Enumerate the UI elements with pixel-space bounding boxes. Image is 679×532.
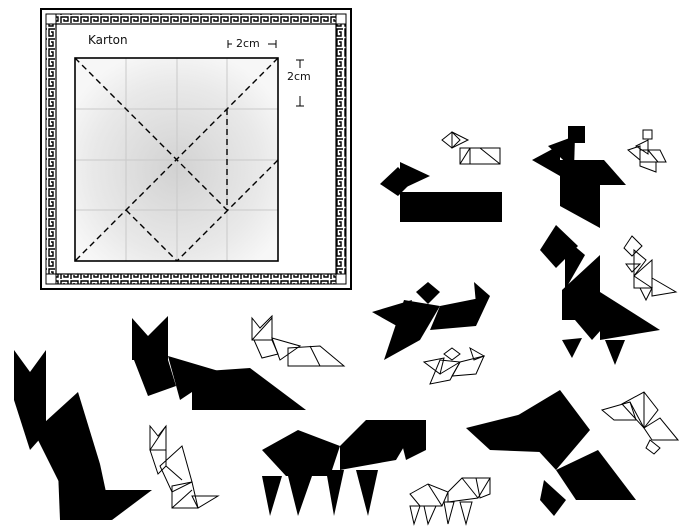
- outline-goose: [624, 236, 676, 300]
- outline-dog: [442, 132, 500, 164]
- outline-bird: [602, 392, 678, 454]
- outline-reclining-cat: [252, 316, 344, 366]
- outline-kneeling-figure: [424, 348, 484, 384]
- outline-horse: [410, 478, 490, 524]
- outline-rider: [628, 130, 666, 172]
- outline-sitting-cat: [150, 426, 218, 508]
